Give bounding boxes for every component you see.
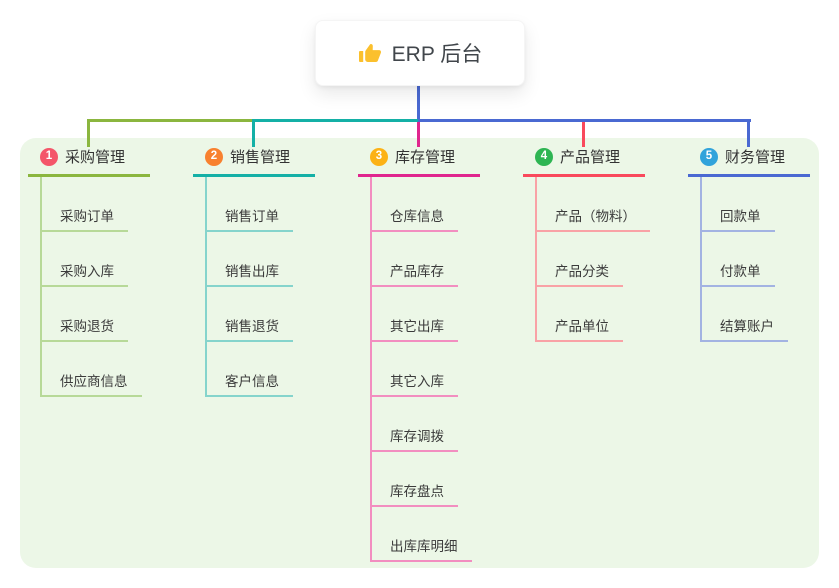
- branch-header-sales[interactable]: 2 销售管理: [193, 146, 315, 177]
- child-label: 产品库存: [390, 264, 444, 279]
- drop-line-product: [582, 122, 585, 147]
- mindmap-child-node[interactable]: 回款单: [702, 177, 775, 232]
- child-label: 库存调拨: [390, 429, 444, 444]
- drop-line-sales: [252, 119, 255, 147]
- root-stem-line: [417, 84, 420, 120]
- mindmap-child-node[interactable]: 产品库存: [372, 232, 458, 287]
- child-label: 供应商信息: [60, 374, 128, 389]
- child-label: 客户信息: [225, 374, 279, 389]
- branch-children: 销售订单 销售出库 销售退货 客户信息: [205, 177, 315, 397]
- branch-header-finance[interactable]: 5 财务管理: [688, 146, 810, 177]
- child-label: 出库库明细: [390, 539, 458, 554]
- branch-header-purchase[interactable]: 1 采购管理: [28, 146, 150, 177]
- badge-1: 1: [40, 147, 58, 166]
- child-label: 产品单位: [555, 319, 609, 334]
- mindmap-child-node[interactable]: 库存盘点: [372, 452, 458, 507]
- branch-children: 回款单 付款单 结算账户: [700, 177, 810, 342]
- child-label: 采购订单: [60, 209, 114, 224]
- mindmap-child-node[interactable]: 销售出库: [207, 232, 293, 287]
- child-label: 其它入库: [390, 374, 444, 389]
- branch-children: 产品（物料） 产品分类 产品单位: [535, 177, 650, 342]
- badge-3: 3: [370, 147, 388, 166]
- child-label: 产品分类: [555, 264, 609, 279]
- mindmap-child-node[interactable]: 结算账户: [702, 287, 788, 342]
- mindmap-child-node[interactable]: 销售退货: [207, 287, 293, 342]
- drop-line-inventory: [417, 122, 420, 147]
- root-node[interactable]: ERP 后台: [315, 20, 525, 86]
- drop-line-finance: [747, 119, 750, 147]
- rail-segment-purchase: [88, 119, 255, 122]
- mindmap-child-node[interactable]: 付款单: [702, 232, 775, 287]
- branch-label: 销售管理: [230, 149, 291, 166]
- mindmap-child-node[interactable]: 产品分类: [537, 232, 623, 287]
- mindmap-child-node[interactable]: 采购退货: [42, 287, 128, 342]
- branch-sales: 2 销售管理 销售订单 销售出库 销售退货 客户信息: [193, 146, 315, 397]
- mindmap-child-node[interactable]: 其它出库: [372, 287, 458, 342]
- child-label: 销售退货: [225, 319, 279, 334]
- branch-inventory: 3 库存管理 仓库信息 产品库存 其它出库 其它入库 库存调拨 库存盘点 出库库…: [358, 146, 480, 562]
- branch-label: 采购管理: [65, 149, 126, 166]
- branch-children: 采购订单 采购入库 采购退货 供应商信息: [40, 177, 150, 397]
- branches-panel: [20, 138, 819, 568]
- mindmap-child-node[interactable]: 采购入库: [42, 232, 128, 287]
- badge-2: 2: [205, 147, 223, 166]
- mindmap-child-node[interactable]: 其它入库: [372, 342, 458, 397]
- child-label: 采购退货: [60, 319, 114, 334]
- child-label: 仓库信息: [390, 209, 444, 224]
- branch-product: 4 产品管理 产品（物料） 产品分类 产品单位: [523, 146, 650, 342]
- branch-header-inventory[interactable]: 3 库存管理: [358, 146, 480, 177]
- mindmap-child-node[interactable]: 产品（物料）: [537, 177, 650, 232]
- rail-segment-sales: [254, 119, 418, 122]
- child-label: 销售订单: [225, 209, 279, 224]
- badge-4: 4: [535, 147, 553, 166]
- thumbs-up-icon: [358, 41, 382, 65]
- mindmap-child-node[interactable]: 销售订单: [207, 177, 293, 232]
- mindmap-child-node[interactable]: 产品单位: [537, 287, 623, 342]
- mindmap-child-node[interactable]: 出库库明细: [372, 507, 472, 562]
- branch-header-product[interactable]: 4 产品管理: [523, 146, 645, 177]
- branch-label: 库存管理: [395, 149, 456, 166]
- child-label: 库存盘点: [390, 484, 444, 499]
- mindmap-child-node[interactable]: 库存调拨: [372, 397, 458, 452]
- mindmap-child-node[interactable]: 采购订单: [42, 177, 128, 232]
- child-label: 结算账户: [720, 319, 774, 334]
- child-label: 产品（物料）: [555, 209, 636, 224]
- child-label: 回款单: [720, 209, 761, 224]
- child-label: 采购入库: [60, 264, 114, 279]
- mindmap-child-node[interactable]: 仓库信息: [372, 177, 458, 232]
- mindmap-child-node[interactable]: 客户信息: [207, 342, 293, 397]
- branch-finance: 5 财务管理 回款单 付款单 结算账户: [688, 146, 810, 342]
- branch-label: 财务管理: [725, 149, 786, 166]
- rail-segment-finance: [418, 119, 751, 122]
- branch-purchase: 1 采购管理 采购订单 采购入库 采购退货 供应商信息: [28, 146, 150, 397]
- child-label: 付款单: [720, 264, 761, 279]
- branch-children: 仓库信息 产品库存 其它出库 其它入库 库存调拨 库存盘点 出库库明细: [370, 177, 480, 562]
- mindmap-child-node[interactable]: 供应商信息: [42, 342, 142, 397]
- branch-label: 产品管理: [560, 149, 621, 166]
- child-label: 销售出库: [225, 264, 279, 279]
- child-label: 其它出库: [390, 319, 444, 334]
- root-label: ERP 后台: [391, 43, 483, 66]
- badge-5: 5: [700, 147, 718, 166]
- drop-line-purchase: [87, 119, 90, 147]
